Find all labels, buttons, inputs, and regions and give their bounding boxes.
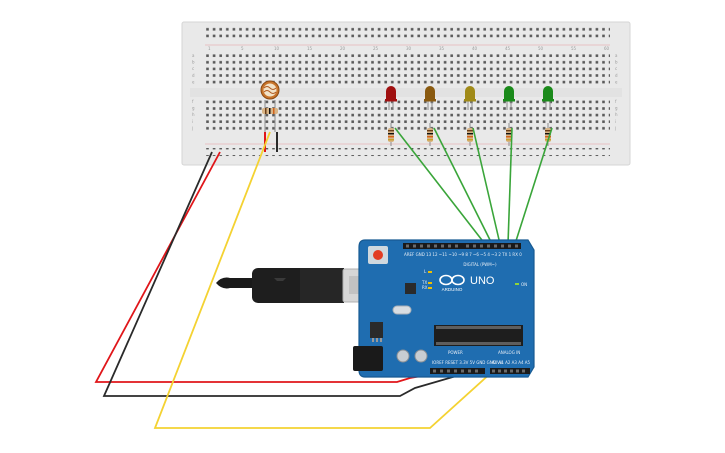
breadboard-column-number: 1 (208, 46, 211, 51)
breadboard-row-letter: b (615, 60, 618, 65)
analog-pin-labels: A0 A1 A2 A3 A4 A5 (492, 360, 531, 365)
led-green-1[interactable] (503, 86, 515, 110)
arduino-uno-board[interactable]: AREF GND 13 12 ~11 ~10 ~9 8 7 ~6 ~5 4 ~3… (340, 239, 535, 378)
breadboard-column-number: 35 (439, 46, 445, 51)
breadboard-column-number: 25 (373, 46, 379, 51)
breadboard-row-letter: f (615, 99, 617, 104)
breadboard-row-letter: e (192, 79, 195, 84)
led-resistor[interactable] (506, 123, 512, 146)
breadboard-row-letter: g (192, 106, 195, 111)
capacitor-1 (396, 349, 410, 363)
digital-pin-labels: AREF GND 13 12 ~11 ~10 ~9 8 7 ~6 ~5 4 ~3… (404, 252, 522, 257)
breadboard-row-letter: a (192, 53, 195, 58)
tx-label: TX (421, 280, 427, 285)
led-resistor[interactable] (467, 123, 473, 146)
breadboard-column-number: 30 (406, 46, 412, 51)
led-resistor[interactable] (427, 123, 433, 146)
breadboard-row-letter: e (615, 79, 618, 84)
breadboard-row-letter: g (615, 106, 618, 111)
power-pin-labels: IOREF RESET 3.3V 5V GND GND Vin (432, 360, 504, 365)
reset-button[interactable] (373, 250, 383, 260)
breadboard-row-letter: h (192, 112, 195, 117)
power-jack[interactable] (353, 346, 383, 371)
rx-label: RX (422, 285, 428, 290)
breadboard-row-letter: b (192, 60, 195, 65)
wire-a0-yellow[interactable] (153, 131, 493, 429)
photoresistor[interactable] (260, 80, 280, 132)
model-label: UNO (470, 275, 495, 287)
rx-led-icon (428, 287, 432, 289)
l-label: L (424, 269, 427, 274)
breadboard-column-number: 15 (307, 46, 313, 51)
led-green-2[interactable] (542, 86, 554, 110)
led-group (385, 86, 554, 146)
brand-label: ARDUINO (442, 287, 463, 292)
on-led-icon (515, 283, 519, 285)
green-wires[interactable] (394, 127, 553, 245)
breadboard-row-letter: c (192, 66, 194, 71)
power-header[interactable] (430, 368, 485, 374)
led-red[interactable] (385, 86, 397, 110)
on-label: ON (521, 282, 527, 287)
atmega-chip (434, 325, 523, 346)
breadboard-column-number: 50 (538, 46, 544, 51)
breadboard-row-letter: a (615, 53, 618, 58)
breadboard-row-letter: d (615, 73, 618, 78)
analog-label: ANALOG IN (498, 350, 520, 355)
voltage-regulator (370, 322, 383, 338)
breadboard-row-letter: f (192, 99, 194, 104)
power-label: POWER (448, 350, 463, 355)
breadboard-row-letter: h (615, 112, 618, 117)
breadboard-row-letter: i (615, 119, 616, 124)
digital-label: DIGITAL (PWM~) (463, 262, 497, 267)
capacitor-2 (414, 349, 428, 363)
breadboard-column-number: 10 (274, 46, 280, 51)
breadboard-column-number: 5 (241, 46, 244, 51)
breadboard-row-letter: j (614, 125, 616, 130)
led-resistor[interactable] (388, 123, 394, 146)
breadboard-column-number: 40 (472, 46, 478, 51)
led-orange[interactable] (424, 86, 436, 110)
breadboard-column-number: 45 (505, 46, 511, 51)
arduino-logo-icon (439, 274, 465, 286)
breadboard-row-letter: i (192, 119, 193, 124)
tx-led-icon (428, 282, 432, 284)
crystal (392, 305, 412, 315)
breadboard-row-letter: c (615, 66, 617, 71)
photoresistor-resistor[interactable] (262, 108, 278, 114)
breadboard-column-number: 60 (604, 46, 610, 51)
usb-chip (405, 283, 416, 294)
breadboard-row-letter: j (191, 125, 193, 130)
breadboard-column-number: 20 (340, 46, 346, 51)
led-yellow[interactable] (464, 86, 476, 110)
l-led-icon (428, 271, 432, 273)
breadboard-row-letter: d (192, 73, 195, 78)
breadboard-column-number: 55 (571, 46, 577, 51)
